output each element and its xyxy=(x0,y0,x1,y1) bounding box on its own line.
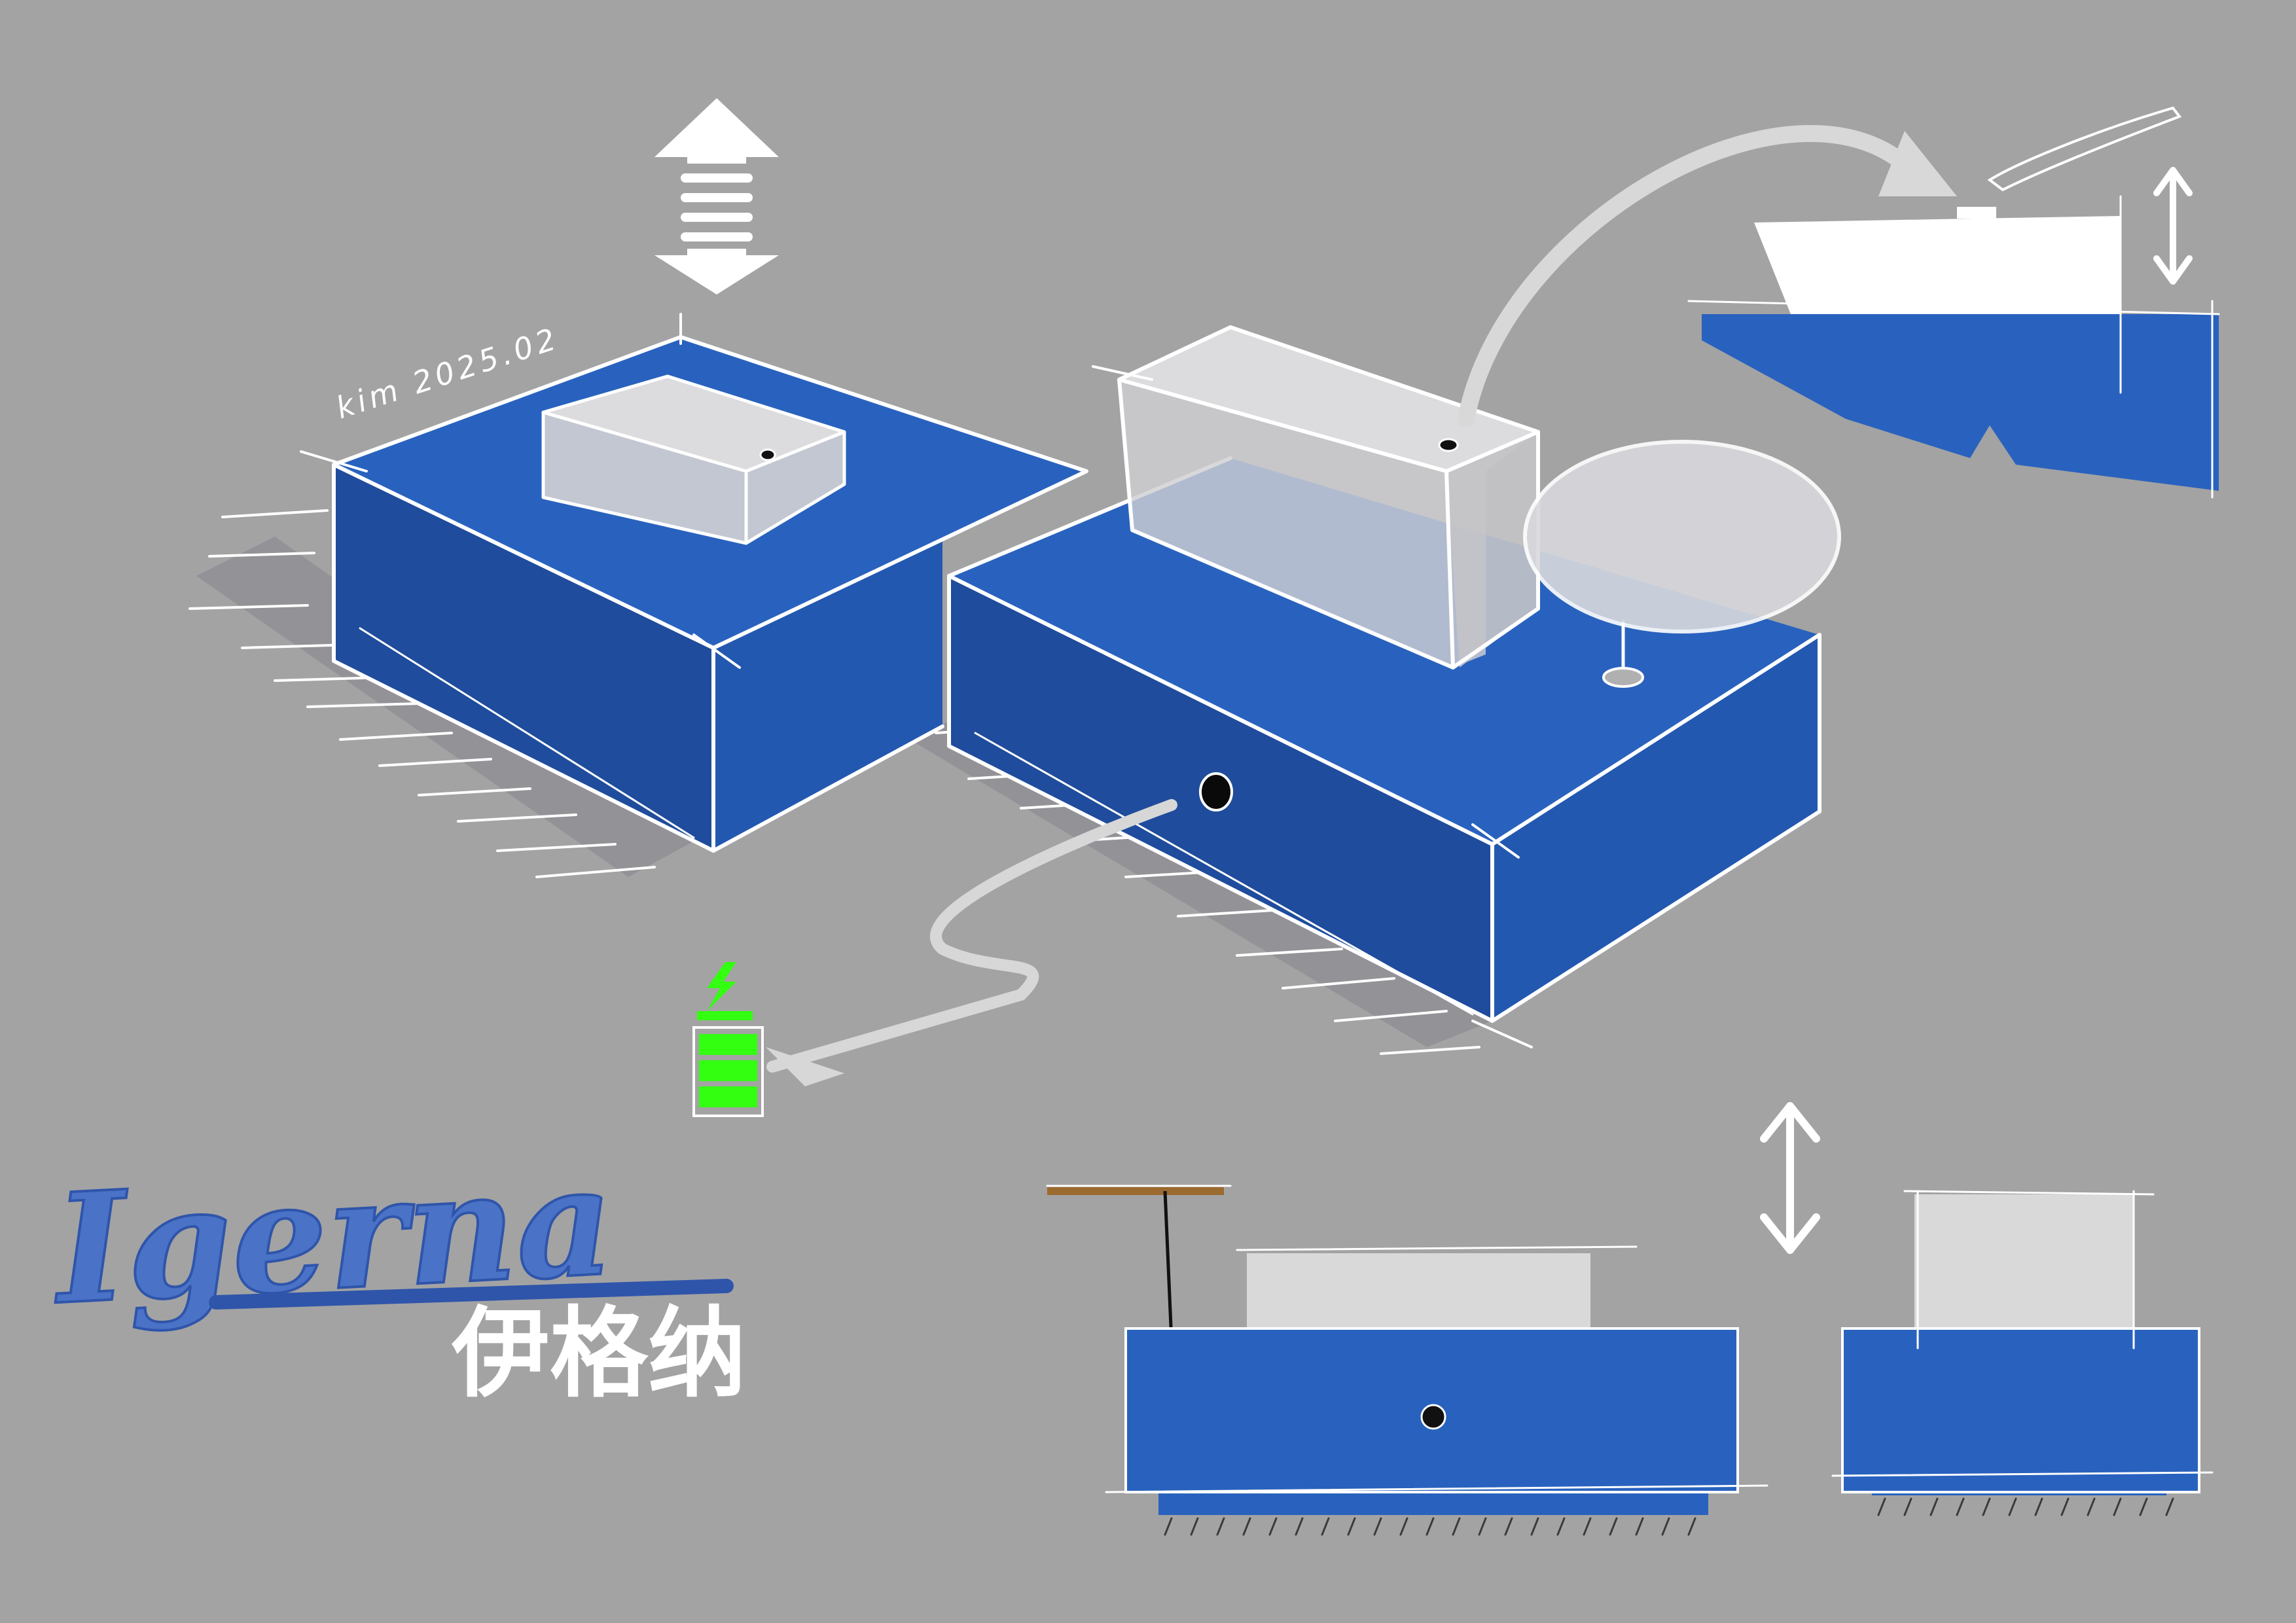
front-elevation xyxy=(1046,1185,1768,1536)
finger-press-icon xyxy=(1987,106,2182,192)
round-table-top xyxy=(1523,440,1841,633)
charging-port xyxy=(1420,1404,1446,1430)
charging-port xyxy=(1199,772,1233,812)
curved-arrow xyxy=(1458,125,1926,427)
up-down-arrow-icon xyxy=(1760,1102,1820,1254)
battery-charging-icon xyxy=(692,962,764,1117)
left-hatching xyxy=(188,509,656,878)
brand-chinese-name: 伊格纳 xyxy=(451,1297,746,1411)
brand-underline xyxy=(209,1279,734,1310)
lid-detail xyxy=(1687,106,2220,499)
battery-cell xyxy=(699,1086,757,1107)
double-arrow-spring-icon xyxy=(655,98,779,294)
battery-cell xyxy=(699,1060,757,1081)
charging-cable xyxy=(766,799,1177,1073)
battery-cell xyxy=(699,1034,757,1055)
side-elevation xyxy=(1831,1190,2214,1516)
right-storage-unit xyxy=(947,325,1841,1048)
left-storage-unit xyxy=(300,313,1088,853)
up-down-arrow-icon xyxy=(2153,167,2193,285)
